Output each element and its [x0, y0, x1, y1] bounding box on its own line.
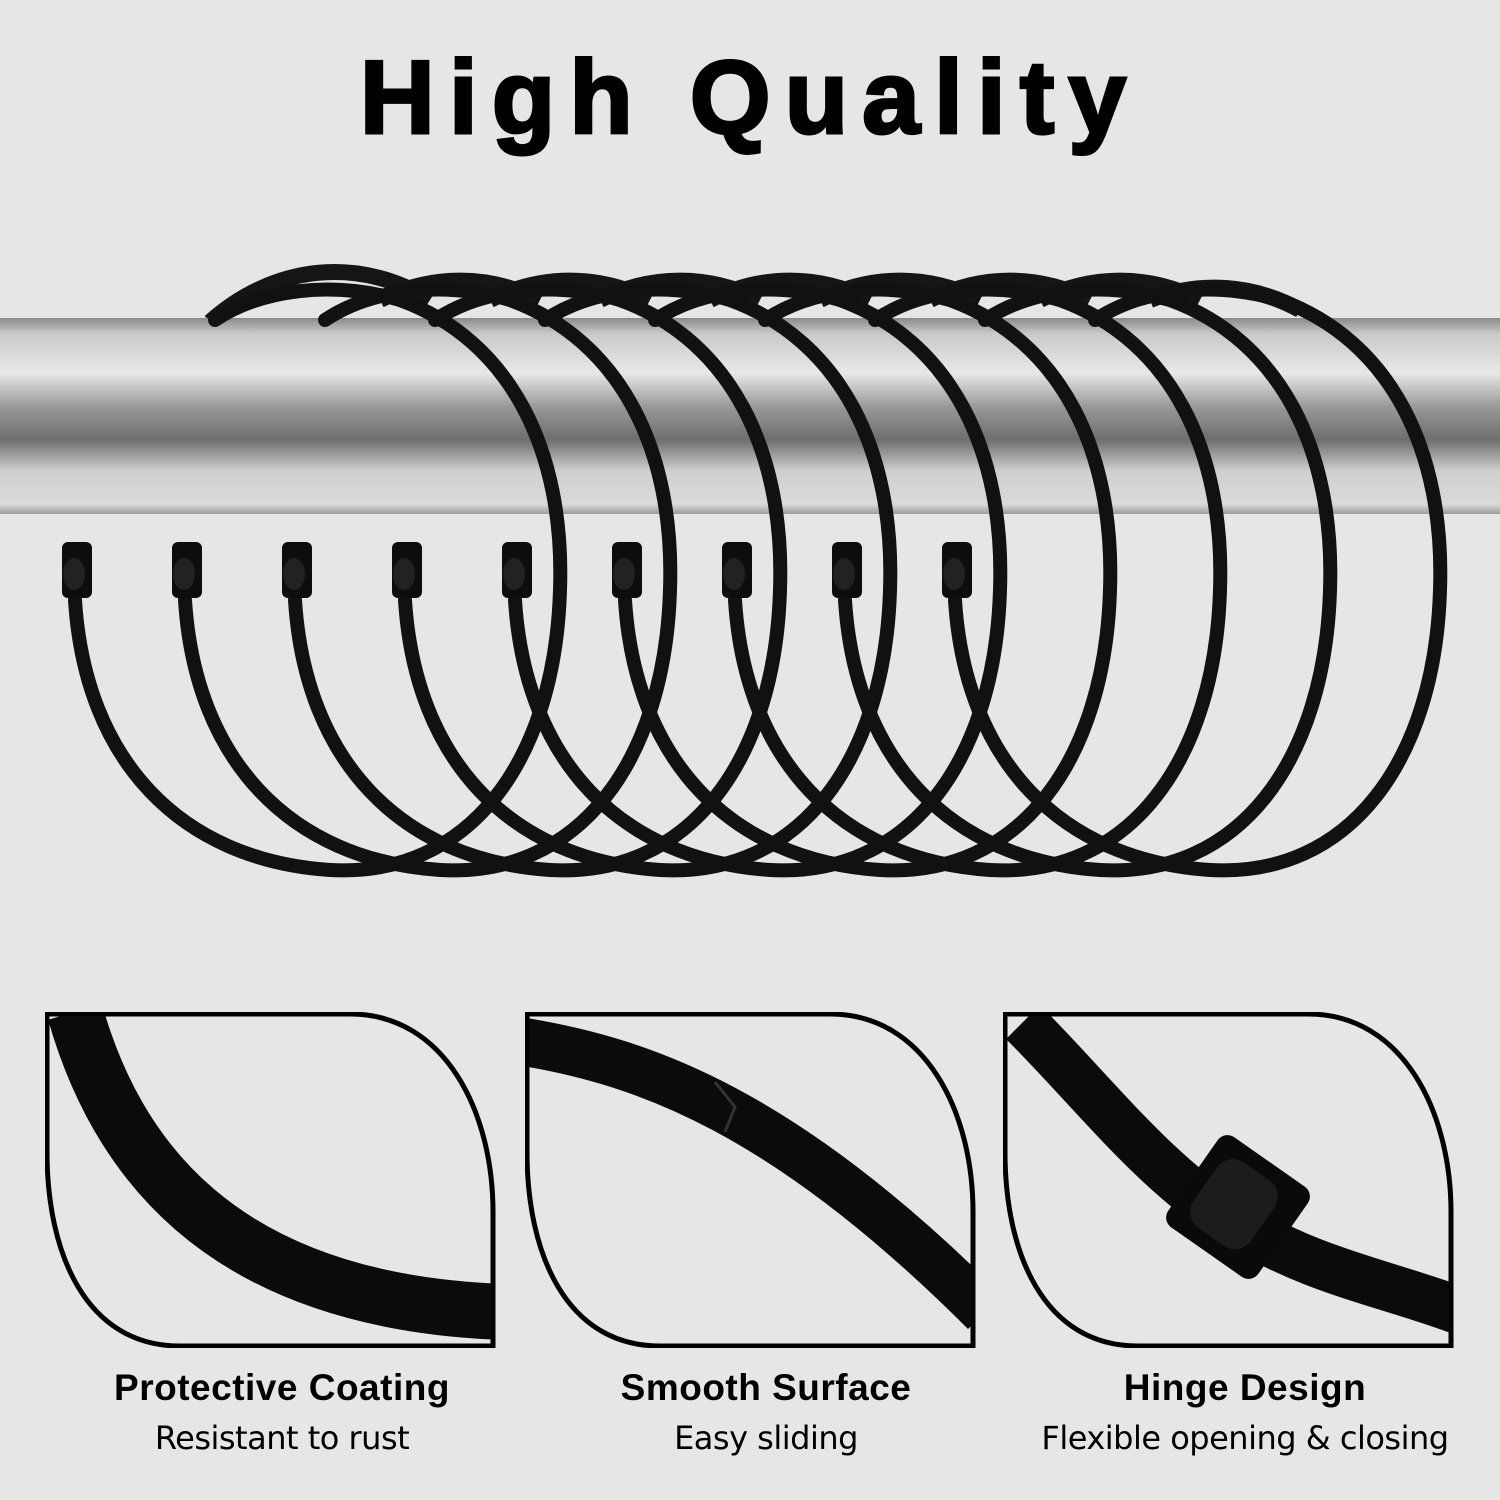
- seam-closeup-icon: [525, 1012, 976, 1348]
- feature-title: Hinge Design: [1123, 1367, 1367, 1408]
- feature-subtitle: Flexible opening & closing: [1041, 1419, 1449, 1457]
- coating-closeup-icon: [45, 1012, 496, 1348]
- feature-smooth-surface: Smooth Surface Easy sliding: [516, 1366, 1016, 1458]
- feature-hinge-design: Hinge Design Flexible opening & closing: [995, 1366, 1495, 1458]
- feature-subtitle: Resistant to rust: [154, 1419, 410, 1457]
- feature-card-hinge-design: [1003, 1012, 1454, 1348]
- feature-title: Protective Coating: [114, 1367, 450, 1408]
- feature-title: Smooth Surface: [620, 1367, 912, 1408]
- feature-card-smooth-surface: [525, 1012, 976, 1348]
- hinge-closeup-icon: [1003, 1012, 1454, 1348]
- feature-protective-coating: Protective Coating Resistant to rust: [32, 1366, 532, 1458]
- page-title: High Quality: [358, 39, 1141, 158]
- feature-subtitle: Easy sliding: [674, 1419, 858, 1457]
- rings-on-rod-illustration: [0, 264, 1500, 878]
- hero-product-image: [0, 260, 1500, 920]
- feature-card-protective-coating: [45, 1012, 496, 1348]
